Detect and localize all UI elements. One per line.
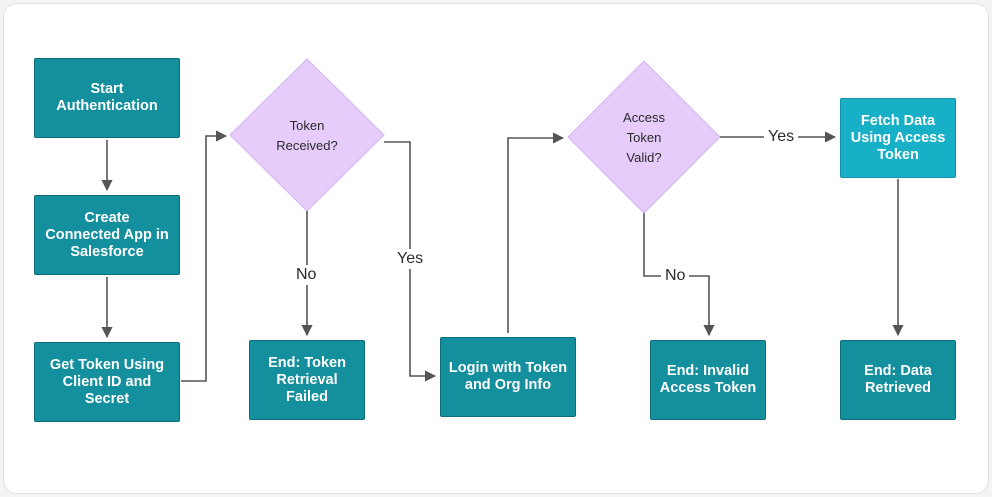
decision-access-valid-label: Access Token Valid? [623, 110, 665, 165]
node-login-with-token: Login with Token and Org Info [440, 337, 576, 417]
node-end-token-retrieval-failed: End: Token Retrieval Failed [249, 340, 365, 420]
edge-label-token-no: No [292, 265, 321, 285]
connector-get-token-to-decision [181, 130, 228, 382]
node-get-token: Get Token Using Client ID and Secret [34, 342, 180, 422]
decision-token-received-label: Token Received? [276, 118, 338, 153]
node-end-data-retrieved: End: Data Retrieved [840, 340, 956, 420]
edge-label-valid-yes: Yes [764, 127, 799, 147]
edge-label-token-yes: Yes [393, 249, 428, 269]
node-fetch-data: Fetch Data Using Access Token [840, 98, 956, 178]
connector-login-to-decision [507, 132, 565, 333]
node-start-authentication: Start Authentication [34, 58, 180, 138]
edge-label-valid-no: No [661, 266, 690, 286]
node-create-connected-app: Create Connected App in Salesforce [34, 195, 180, 275]
node-end-invalid-access-token: End: Invalid Access Token [650, 340, 766, 420]
